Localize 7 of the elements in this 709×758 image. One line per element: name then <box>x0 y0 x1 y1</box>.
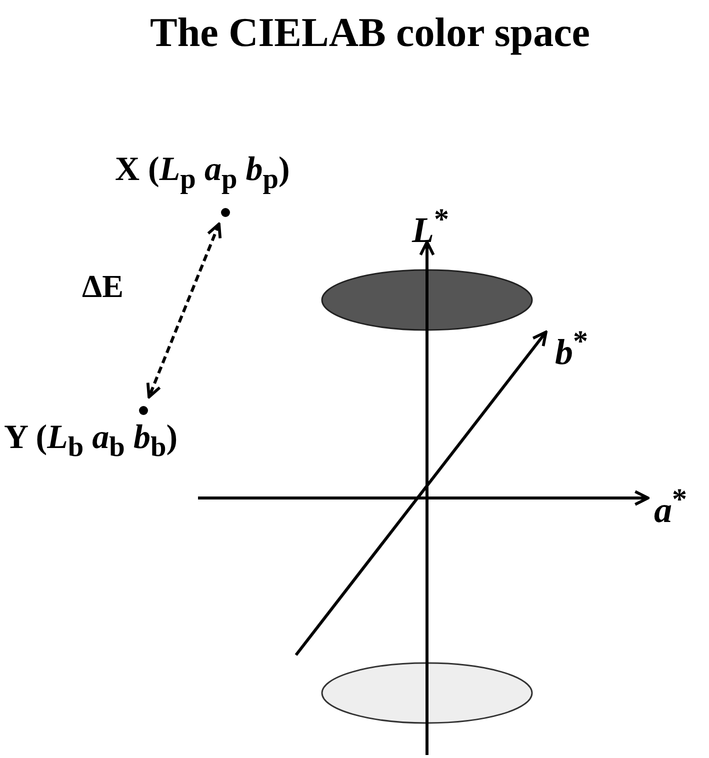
title: The CIELAB color space <box>150 8 590 56</box>
axis-label: L$^{*}$ <box>412 202 449 252</box>
point-label: X (L$_{p}$ a$_{p}$ b$_{p}$) <box>115 150 290 197</box>
axis-label: b$^{*}$ <box>555 324 588 374</box>
axis-label: a$^{*}$ <box>654 482 687 532</box>
point-label: Y (L$_{b}$ a$_{b}$ b$_{b}$) <box>4 418 178 465</box>
arrow <box>146 222 222 398</box>
